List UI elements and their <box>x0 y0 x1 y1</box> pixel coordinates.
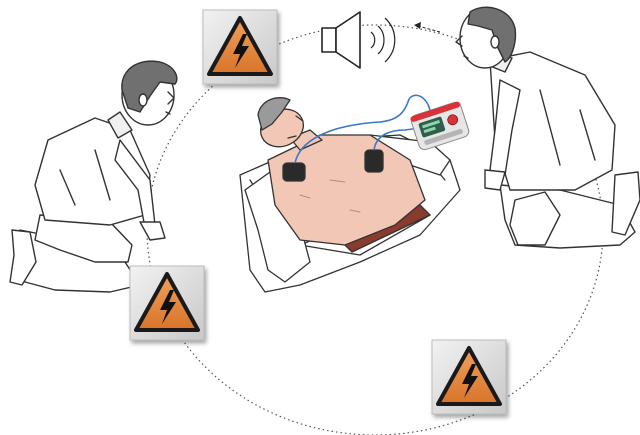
high-voltage-warning-icon <box>432 340 506 414</box>
defibrillator-pad-left <box>283 163 305 181</box>
high-voltage-warning-icon <box>130 266 204 340</box>
defibrillator-pad-right <box>365 150 383 172</box>
high-voltage-warning-icon <box>203 10 277 84</box>
sound-direction-arrow <box>414 22 440 32</box>
speaker-icon <box>322 12 395 68</box>
left-rescuer <box>10 61 177 292</box>
right-rescuer <box>456 7 640 248</box>
aed-device-icon <box>410 101 471 151</box>
